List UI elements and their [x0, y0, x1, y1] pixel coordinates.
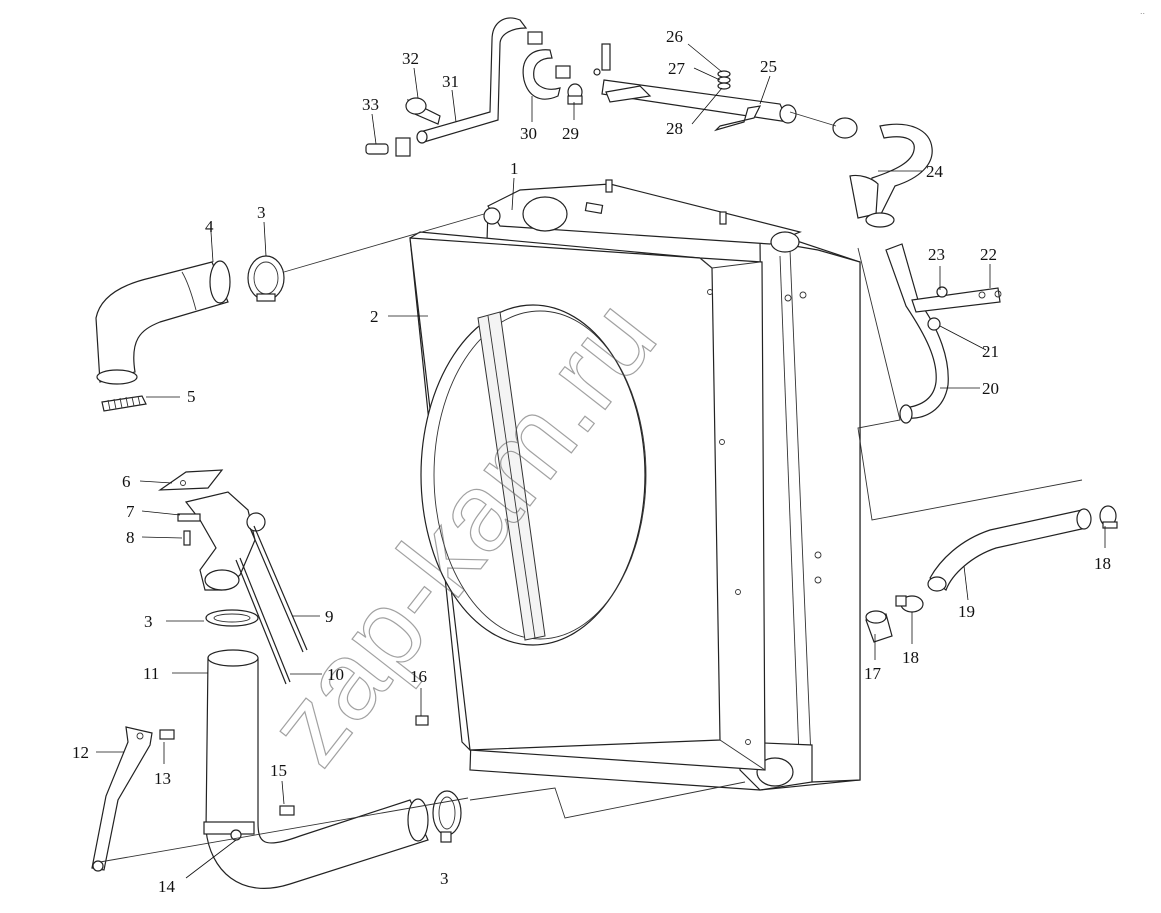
callout-22: 22 — [980, 245, 997, 264]
callout-28: 28 — [666, 119, 683, 138]
callout-12: 12 — [72, 743, 89, 762]
callout-4: 4 — [205, 217, 214, 236]
hose-clamp-middle — [205, 609, 259, 627]
washer-stack-26-28 — [717, 70, 731, 90]
callout-17: 17 — [864, 664, 882, 683]
callout-20: 20 — [982, 379, 999, 398]
elbow-hose-24 — [832, 117, 933, 228]
callout-33: 33 — [362, 95, 379, 114]
nut-21-23 — [927, 286, 948, 331]
fitting-33 — [365, 137, 411, 157]
callout-8: 8 — [126, 528, 135, 547]
callout-10: 10 — [327, 665, 344, 684]
callout-3-middle: 3 — [144, 612, 153, 631]
hose-19 — [927, 508, 1092, 592]
callout-labels: 1 2 3 3 3 3 4 5 6 7 8 9 10 11 12 13 14 1… — [72, 27, 1111, 896]
callout-13: 13 — [154, 769, 171, 788]
fan-shroud — [409, 231, 766, 771]
callout-9: 9 — [325, 607, 334, 626]
corner-mark: .. — [1140, 6, 1145, 16]
hose-clamp-bottom — [432, 790, 462, 843]
callout-30: 30 — [520, 124, 537, 143]
callout-32: 32 — [402, 49, 419, 68]
hose-clamp-top — [247, 255, 285, 302]
callout-25: 25 — [760, 57, 777, 76]
thermostat-housing — [157, 469, 308, 685]
callout-19: 19 — [958, 602, 975, 621]
support-bracket — [91, 726, 153, 872]
bracket-22 — [911, 287, 1002, 313]
clamp-29 — [567, 83, 583, 105]
fitting-17 — [865, 610, 893, 643]
callout-23: 23 — [928, 245, 945, 264]
callout-1: 1 — [510, 159, 519, 178]
callout-3-bottom: 3 — [440, 869, 449, 888]
callout-29: 29 — [562, 124, 579, 143]
callout-7: 7 — [126, 502, 135, 521]
callout-15: 15 — [270, 761, 287, 780]
hose-20 — [885, 243, 949, 424]
callout-31: 31 — [442, 72, 459, 91]
callout-26: 26 — [666, 27, 683, 46]
lower-coolant-pipe — [203, 649, 429, 889]
spring-sleeve — [101, 395, 147, 412]
assembly-lines — [99, 111, 1083, 863]
clamp-18-lower — [895, 595, 924, 613]
hose-clip-32 — [405, 97, 441, 125]
callout-18-right: 18 — [1094, 554, 1111, 573]
bolt-15 — [279, 805, 295, 816]
top-hose-31 — [416, 17, 528, 144]
clamp-18-right — [1099, 505, 1118, 529]
callout-leaders — [96, 43, 1106, 879]
bolt-13 — [159, 729, 175, 740]
callout-6: 6 — [122, 472, 131, 491]
callout-5: 5 — [187, 387, 196, 406]
callout-18-lower: 18 — [902, 648, 919, 667]
bolt-16 — [415, 715, 429, 726]
steel-pipe-25 — [593, 43, 797, 132]
callout-3-top: 3 — [257, 203, 266, 222]
callout-16: 16 — [410, 667, 427, 686]
callout-11: 11 — [143, 664, 159, 683]
top-hose-30 — [522, 31, 571, 100]
upper-left-hose — [95, 260, 231, 385]
callout-2: 2 — [370, 307, 379, 326]
callout-24: 24 — [926, 162, 944, 181]
callout-21: 21 — [982, 342, 999, 361]
callout-27: 27 — [668, 59, 686, 78]
callout-14: 14 — [158, 877, 176, 896]
